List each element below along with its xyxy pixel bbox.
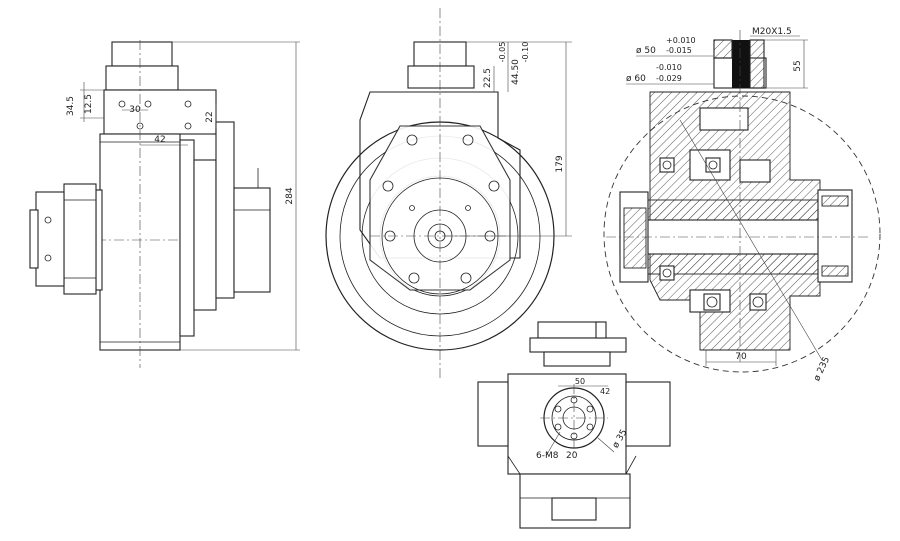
dim-phi60: ø 60 <box>626 74 646 84</box>
bolt-depth: 20 <box>566 451 578 461</box>
dim-phi50-tol-upper: +0.010 <box>666 36 696 45</box>
dim-30: 30 <box>129 105 141 115</box>
dim-12-5: 12.5 <box>84 94 94 114</box>
dim-phi60-tol-lower: -0.029 <box>656 74 682 83</box>
dim-phi235: ø 235 <box>812 355 832 382</box>
front-view: 179 22.5 44.50 -0.05 -0.10 <box>325 8 572 380</box>
dim-284: 284 <box>285 187 295 204</box>
dim-phi50-tol-lower: -0.015 <box>666 46 692 55</box>
dim-55: 55 <box>793 60 803 71</box>
dim-34-5: 34.5 <box>66 96 76 116</box>
dim-42: 42 <box>154 135 165 145</box>
dim-phi60-tol-upper: -0.010 <box>656 63 682 72</box>
dim-22: 22 <box>205 111 215 122</box>
dim-phi50: ø 50 <box>636 46 656 56</box>
tol-lower: -0.10 <box>521 42 530 63</box>
dim-70: 70 <box>735 352 747 362</box>
dim-42-flange: 42 <box>600 387 610 396</box>
dim-22-5: 22.5 <box>483 68 493 88</box>
dim-thread: M20X1.5 <box>752 27 792 37</box>
flange-view: 50 42 ø 35 6-M8 20 <box>477 321 671 529</box>
dim-179: 179 <box>555 155 565 172</box>
dim-50: 50 <box>575 377 585 386</box>
tol-upper: -0.05 <box>498 42 507 63</box>
dim-44-50: 44.50 <box>511 59 521 85</box>
side-view: 284 34.5 12.5 30 42 22 <box>29 40 300 368</box>
section-view: M20X1.5 55 ø 50 +0.010 -0.015 ø 60 -0.01… <box>603 27 881 383</box>
bolt-spec: 6-M8 <box>536 451 559 461</box>
